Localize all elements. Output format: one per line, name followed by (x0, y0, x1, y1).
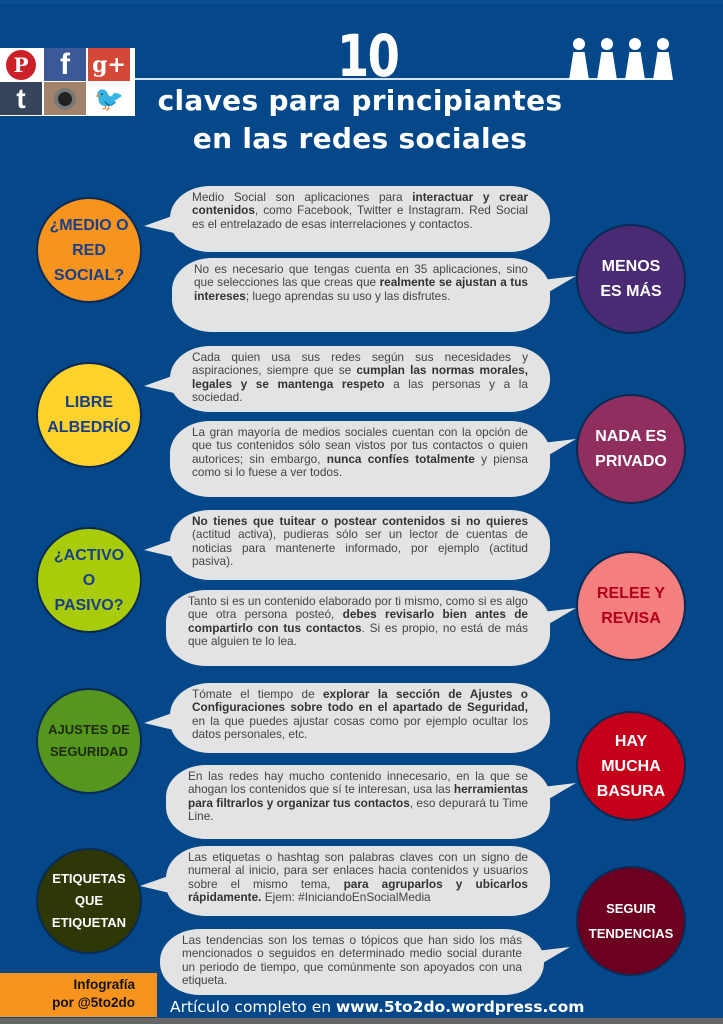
key-label: AJUSTES DE SEGURIDAD (48, 722, 130, 759)
facebook-icon: f (44, 48, 86, 81)
key-label: ETIQUETAS QUE ETIQUETAN (51, 871, 127, 930)
tip-text-bold: para agruparlos y ubicarlos rápidamente. (188, 876, 528, 905)
tip-text-bold: herramientas para filtrarlos y organizar… (188, 782, 528, 810)
credit-badge: Infografía por @5to2do (0, 973, 157, 1017)
key-circle-right-2: NADA ES PRIVADO (576, 394, 686, 504)
tip-text: , eso depurará tu Time Line. (188, 795, 528, 824)
key-label: RELEE Y REVISA (596, 585, 666, 627)
instagram-icon (44, 82, 86, 115)
tip-text: (actitud activa), pudieras sólo ser un l… (192, 527, 528, 569)
pinterest-icon: P (0, 48, 42, 81)
key-circle-left-5: ETIQUETAS QUE ETIQUETAN (36, 848, 142, 954)
tip-bubble-8: En las redes hay mucho contenido inneces… (166, 765, 550, 839)
tip-text-bold: interactuar y crear contenidos (192, 190, 528, 218)
tip-bubble-10: Las tendencias son los temas o tópicos q… (160, 929, 544, 995)
title-divider (135, 78, 670, 80)
tip-text: Las tendencias son los temas o tópicos q… (182, 933, 522, 988)
google-plus-icon: g+ (88, 48, 130, 81)
footer-prefix: Artículo completo en (170, 998, 336, 1016)
tip-bubble-1: Medio Social son aplicaciones para inter… (170, 186, 550, 252)
social-icons: P f g+ t 🐦 (0, 48, 135, 116)
tumblr-icon: t (0, 82, 42, 115)
key-label: ¿ACTIVO O PASIVO? (53, 546, 125, 614)
twitter-icon: 🐦 (88, 82, 130, 115)
tip-bubble-6: Tanto si es un contenido elaborado por t… (166, 590, 550, 666)
key-label: NADA ES PRIVADO (595, 428, 667, 470)
tip-bubble-5: No tienes que tuitear o postear contenid… (170, 510, 550, 580)
key-circle-left-1: ¿MEDIO O RED SOCIAL? (36, 197, 142, 303)
credit-line-2: por @5to2do (52, 995, 135, 1010)
footer-link[interactable]: www.5to2do.wordpress.com (335, 998, 585, 1016)
key-circle-right-5: SEGUIR TENDENCIAS (576, 866, 686, 976)
tip-text-bold: cumplan las normas morales, legales y se… (192, 363, 528, 391)
key-label: HAY MUCHA BASURA (596, 732, 666, 800)
subtitle-line-2: en las redes sociales (192, 122, 528, 155)
tip-text-bold: No tienes que tuitear o postear contenid… (192, 514, 528, 528)
tip-text-bold: realmente se ajustan a tus intereses (194, 275, 528, 303)
credit-line-1: Infografía (73, 977, 135, 992)
tip-text: , como Facebook, Twitter e Instagram. Re… (192, 203, 528, 231)
key-circle-left-3: ¿ACTIVO O PASIVO? (36, 527, 142, 633)
tip-text: La gran mayoría de medios sociales cuent… (192, 425, 528, 466)
tip-text: Cada quien usa sus redes según sus neces… (192, 350, 528, 378)
top-strip (0, 0, 723, 4)
tip-text-bold: explorar la sección de Ajustes o Configu… (192, 687, 528, 715)
key-circle-left-2: LIBRE ALBEDRÍO (36, 362, 142, 468)
key-circle-right-1: MENOS ES MÁS (576, 224, 686, 334)
tip-text: Las etiquetas o hashtag son palabras cla… (188, 850, 528, 891)
tip-text: Tanto si es un contenido elaborado por t… (188, 594, 528, 622)
tip-text: Tómate el tiempo de (192, 687, 323, 701)
key-label: LIBRE ALBEDRÍO (47, 394, 131, 436)
tip-bubble-4: La gran mayoría de medios sociales cuent… (170, 421, 550, 497)
bottom-bar (0, 1018, 723, 1024)
tip-text: . Si es propio, no está de más que algui… (188, 620, 528, 649)
tip-text: Ejem: #IniciandoEnSocialMedia (261, 890, 431, 905)
subtitle-line-1: claves para principiantes (157, 84, 563, 117)
tip-text: ; luego aprendas su uso y las disfrutes. (245, 288, 451, 303)
tip-text: y piensa como si lo fuese a ver todos. (192, 451, 528, 480)
key-label: MENOS ES MÁS (600, 258, 662, 300)
tip-text: En las redes hay mucho contenido inneces… (188, 769, 528, 797)
tip-text-bold: debes revisarlo bien antes de compartirl… (188, 607, 528, 635)
key-circle-left-4: AJUSTES DE SEGURIDAD (36, 688, 142, 794)
pinterest-glyph: P (6, 49, 36, 80)
tip-bubble-3: Cada quien usa sus redes según sus neces… (170, 346, 550, 412)
tip-bubble-9: Las etiquetas o hashtag son palabras cla… (166, 846, 550, 916)
people-icon (568, 38, 674, 80)
tip-text-bold: nunca confíes totalmente (326, 451, 475, 466)
key-label: ¿MEDIO O RED SOCIAL? (49, 216, 129, 284)
tip-text: Medio Social son aplicaciones para (192, 190, 413, 204)
tip-text: No es necesario que tengas cuenta en 35 … (194, 262, 528, 290)
tip-bubble-2: No es necesario que tengas cuenta en 35 … (172, 258, 550, 332)
tip-text: a las personas y a la sociedad. (192, 376, 528, 405)
tip-text: en la que puedes ajustar cosas como por … (192, 713, 528, 742)
key-label: SEGUIR TENDENCIAS (588, 901, 674, 941)
footer: Artículo completo en www.5to2do.wordpres… (170, 998, 584, 1016)
key-circle-right-4: HAY MUCHA BASURA (576, 711, 686, 821)
tip-bubble-7: Tómate el tiempo de explorar la sección … (170, 683, 550, 753)
key-circle-right-3: RELEE Y REVISA (576, 551, 686, 661)
